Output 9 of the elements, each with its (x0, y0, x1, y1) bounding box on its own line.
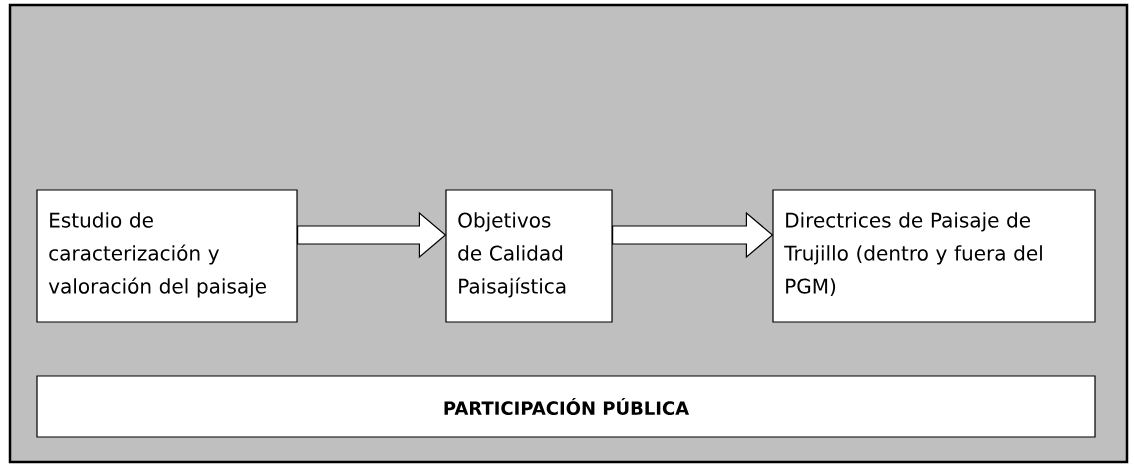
process-box: PARTICIPACIÓN PÚBLICA (36, 375, 1096, 438)
block-arrow (297, 211, 447, 259)
box-text: Estudio de caracterización y valoración del paisaje (48, 212, 266, 298)
process-box (772, 189, 1096, 323)
box-text: Directrices de Paisaje de Trujillo (dentro y fuera del PGM) (784, 212, 1042, 297)
block-arrow (612, 211, 774, 259)
process-box (36, 189, 298, 323)
process-box (445, 189, 613, 323)
box-text: Objetivos de Calidad Paisajística (458, 212, 566, 298)
